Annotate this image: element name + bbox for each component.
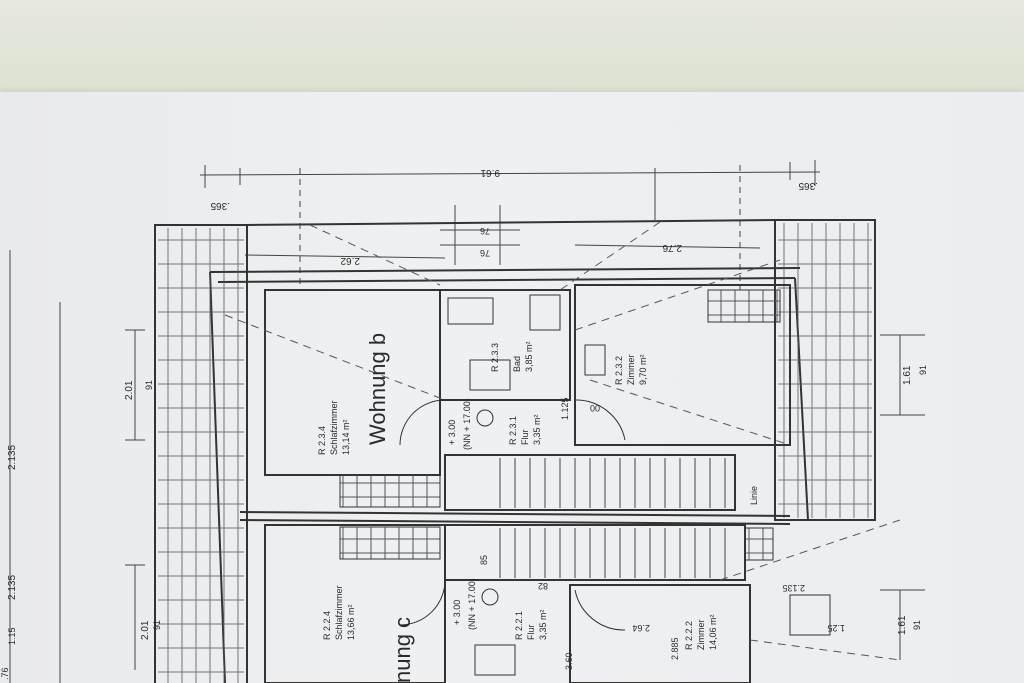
dim-2-64: 2.64 <box>632 623 650 633</box>
dim-left-2-01-a: 2.01 <box>124 380 135 400</box>
room-b3-id: R 2.3.3 <box>490 343 500 372</box>
dim-1-125: 1.125 <box>560 397 570 420</box>
dim-right-91-a: 91 <box>918 365 928 375</box>
room-c1-name: Flur <box>526 624 536 640</box>
room-b3-name: Bad <box>512 356 522 372</box>
room-b4-area: 13,14 m² <box>341 419 351 455</box>
level-c: + 3.00 <box>452 600 462 625</box>
background-wall <box>0 0 1024 100</box>
dim-top-total: 9.61 <box>480 167 500 178</box>
level-c-nn: (NN + 17.00) <box>467 578 477 630</box>
room-c4-name: Schlafzimmer <box>334 585 344 640</box>
roof-section-left <box>158 228 244 683</box>
cabinet-hatch-upper <box>339 474 441 508</box>
dim-right-1-61-a: 1.61 <box>902 365 913 385</box>
room-c1-area: 3,35 m² <box>538 609 548 640</box>
room-b1-area: 3,35 m² <box>532 414 542 445</box>
staircase-lines <box>499 458 726 578</box>
dim-left-91-a: 91 <box>144 380 154 390</box>
dim-82: 82 <box>538 581 548 591</box>
room-b2-id: R 2.3.2 <box>614 356 624 385</box>
apartment-label-c: nung c <box>390 617 415 683</box>
cabinet-hatch-small <box>744 527 774 561</box>
room-b3-area: 3,85 m² <box>524 341 534 372</box>
room-c4-id: R 2.2.4 <box>322 611 332 640</box>
dim-top-2-76: 2.76 <box>662 242 682 253</box>
cabinet-hatch-right <box>707 289 781 323</box>
dim-right-91-b: 91 <box>912 620 922 630</box>
dim-top-76-a: 76 <box>480 226 490 236</box>
room-b4-name: Schlafzimmer <box>329 400 339 455</box>
dim-top-right-offset: .365 <box>798 180 818 191</box>
dim-left-2-135-a: 2.135 <box>7 445 18 470</box>
room-c4-area: 13,66 m² <box>346 604 356 640</box>
dim-3-60: 3.60 <box>564 652 574 670</box>
room-c2-area: 14,06 m² <box>708 614 718 650</box>
dim-right-1-61-b: 1.61 <box>897 615 908 635</box>
dim-00: 00 <box>590 403 600 413</box>
dim-left-1-15: 1.15 <box>7 627 17 645</box>
dim-2-135-right: 2.135 <box>782 583 805 593</box>
roof-section-right <box>778 223 872 518</box>
level-b: + 3.00 <box>447 420 457 445</box>
room-b1-id: R 2.3.1 <box>508 416 518 445</box>
room-c1-id: R 2.2.1 <box>514 611 524 640</box>
door-swings <box>399 399 626 631</box>
room-b1-name: Flur <box>520 429 530 445</box>
dim-85: 85 <box>479 555 489 565</box>
dim-1-25: 1.25 <box>827 623 845 633</box>
side-dimension-lines <box>9 250 925 683</box>
dim-2-885: 2.885 <box>670 637 680 660</box>
dim-top-76-b: 76 <box>480 248 490 258</box>
dim-left-91-b: 91 <box>152 620 162 630</box>
dim-top-left-offset: .365 <box>210 200 230 211</box>
room-c2-id: R 2.2.2 <box>684 621 694 650</box>
room-b4-id: R 2.3.4 <box>317 426 327 455</box>
room-b2-name: Zimmer <box>626 355 636 386</box>
sanitary-fixtures <box>447 294 831 676</box>
dim-left-76: .76 <box>0 667 10 680</box>
dim-left-2-135-b: 2.135 <box>7 575 18 600</box>
level-b-nn: (NN + 17.00) <box>462 398 472 450</box>
room-b2-area: 9,70 m² <box>638 354 648 385</box>
slope-lines <box>224 221 901 661</box>
label-linie: Linie <box>749 486 759 505</box>
room-c2-name: Zimmer <box>696 620 706 651</box>
dim-top-2-62: 2.62 <box>340 255 360 266</box>
cabinet-hatch-lower <box>339 526 441 560</box>
dim-left-2-01-b: 2.01 <box>140 620 151 640</box>
apartment-label-b: Wohnung b <box>365 333 390 445</box>
